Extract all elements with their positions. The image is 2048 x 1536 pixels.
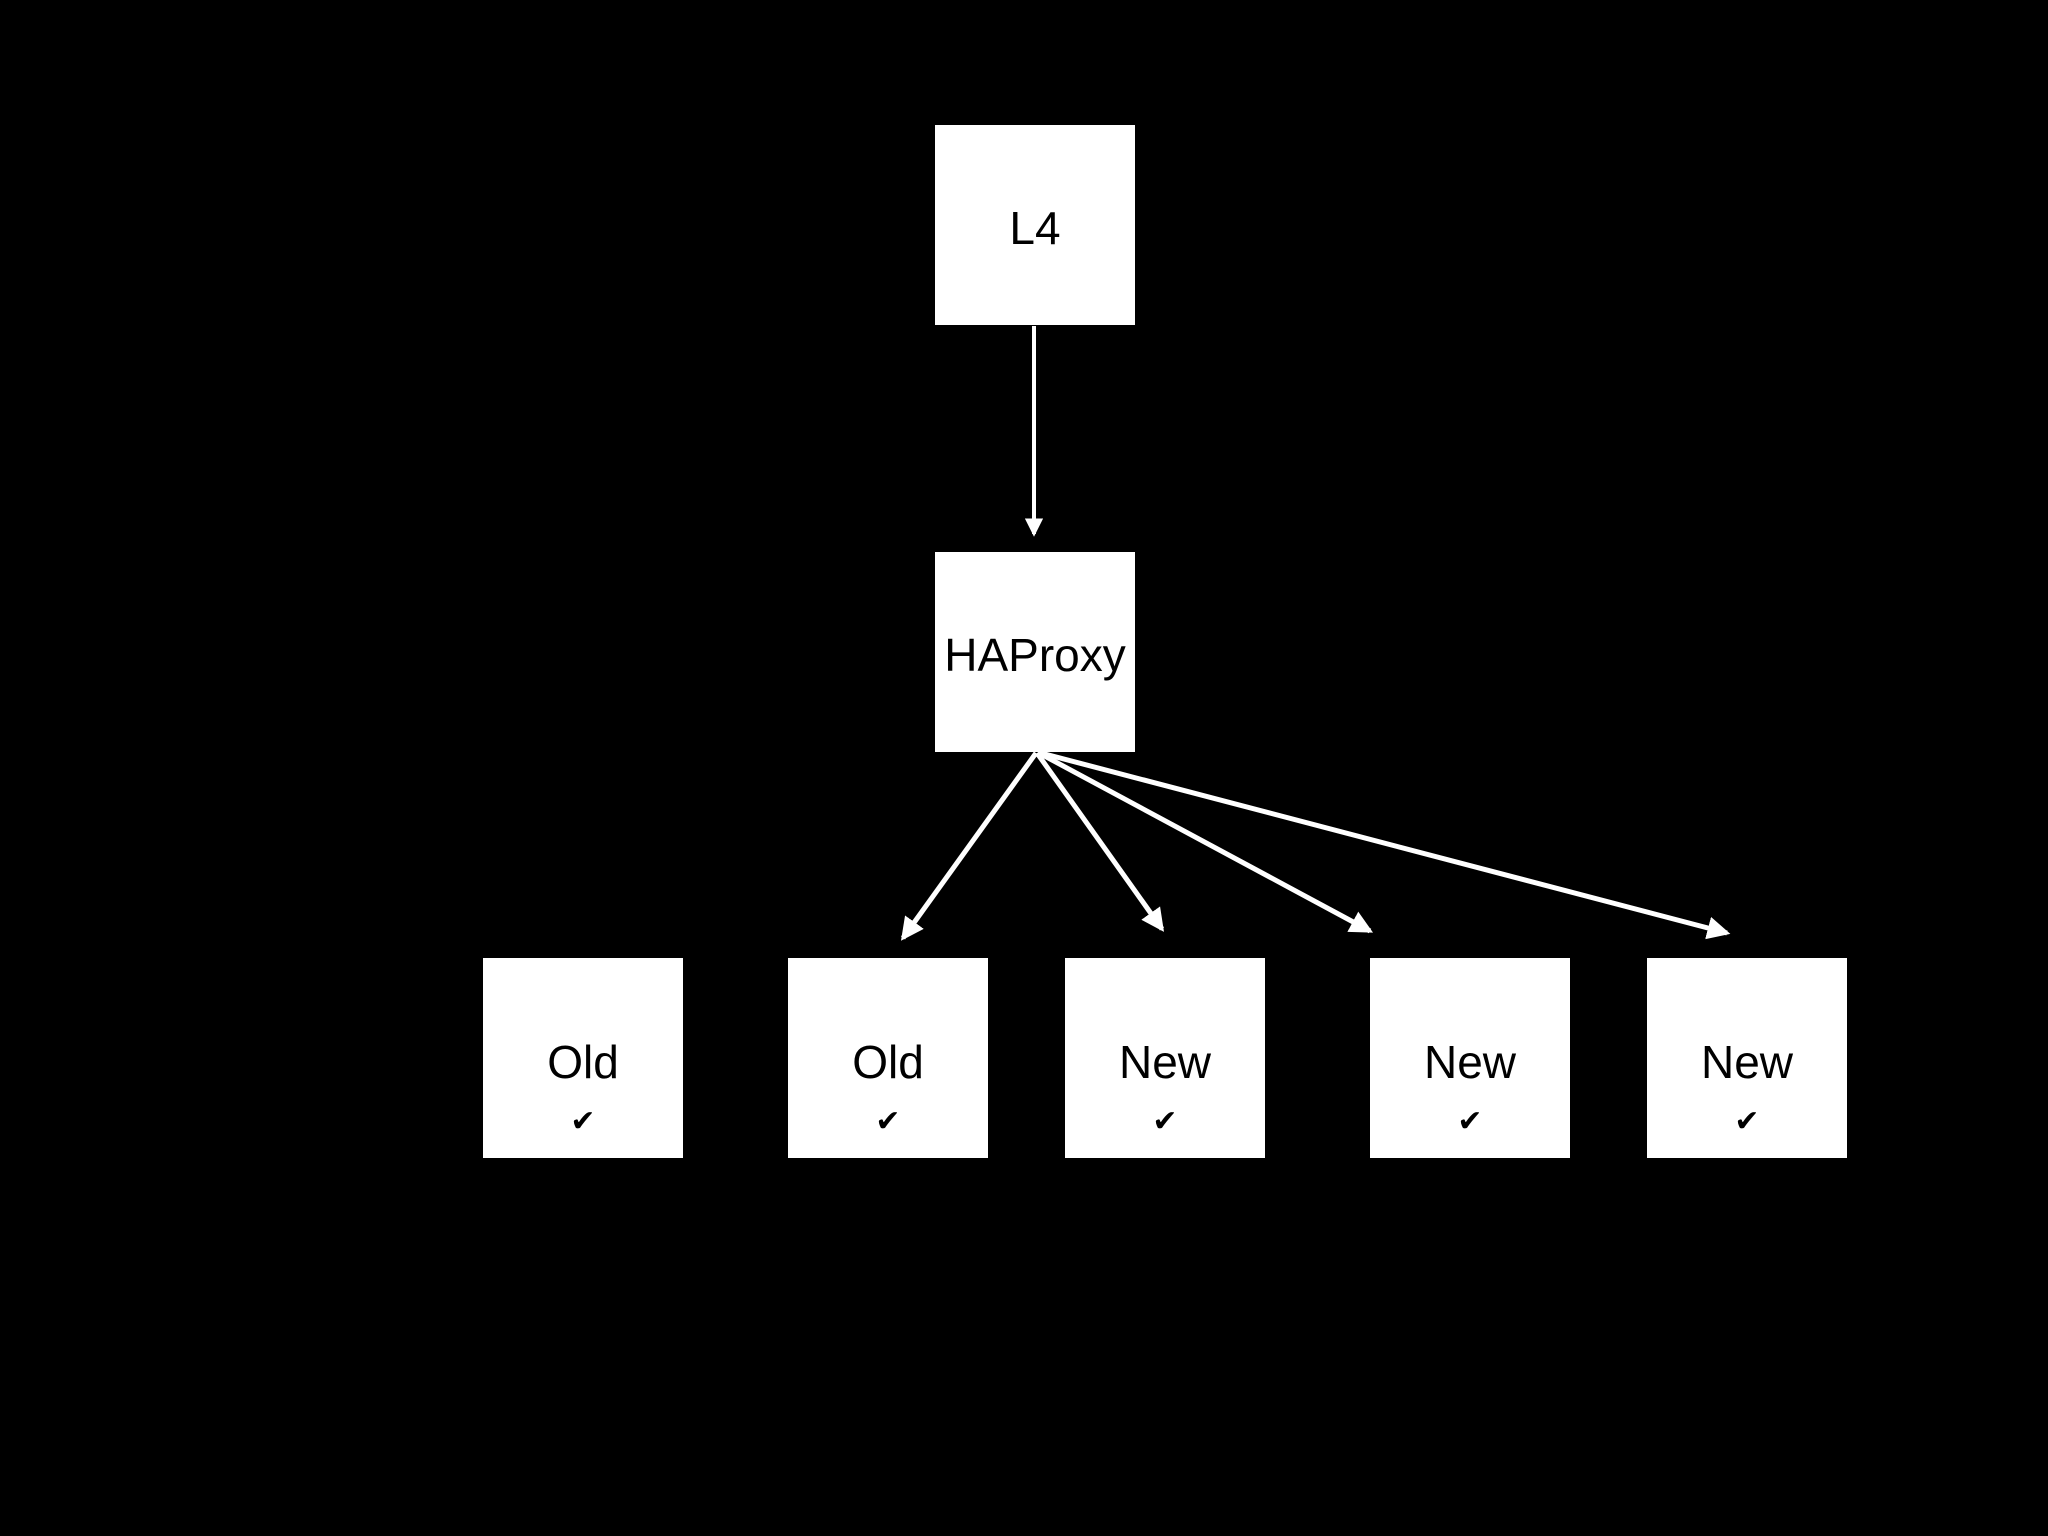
edge-haproxy-server4-arrow bbox=[1037, 750, 1374, 934]
server-node-new-3: New ✔ bbox=[1647, 958, 1847, 1158]
edge-haproxy-server2-arrow bbox=[900, 751, 1039, 941]
server-label: New bbox=[1118, 1036, 1212, 1088]
check-icon: ✔ bbox=[1152, 1104, 1178, 1139]
node-haproxy: HAProxy bbox=[935, 552, 1135, 752]
server-label: Old bbox=[547, 1036, 619, 1088]
check-icon: ✔ bbox=[1734, 1104, 1760, 1139]
check-icon: ✔ bbox=[1457, 1104, 1483, 1139]
server-node-old-2: Old ✔ bbox=[788, 958, 988, 1158]
server-label: New bbox=[1700, 1036, 1794, 1088]
server-node-new-2: New ✔ bbox=[1370, 958, 1570, 1158]
node-haproxy-label: HAProxy bbox=[944, 629, 1126, 681]
server-node-old-1: Old ✔ bbox=[483, 958, 683, 1158]
check-icon: ✔ bbox=[875, 1104, 901, 1139]
edge-haproxy-server3-arrow bbox=[1034, 751, 1165, 932]
edge-haproxy-server5-arrow bbox=[1040, 750, 1731, 940]
server-label: Old bbox=[852, 1036, 924, 1088]
node-l4-label: L4 bbox=[1009, 202, 1061, 254]
server-label: New bbox=[1423, 1036, 1517, 1088]
check-icon: ✔ bbox=[570, 1104, 596, 1139]
server-node-new-1: New ✔ bbox=[1065, 958, 1265, 1158]
node-l4: L4 bbox=[935, 125, 1135, 325]
